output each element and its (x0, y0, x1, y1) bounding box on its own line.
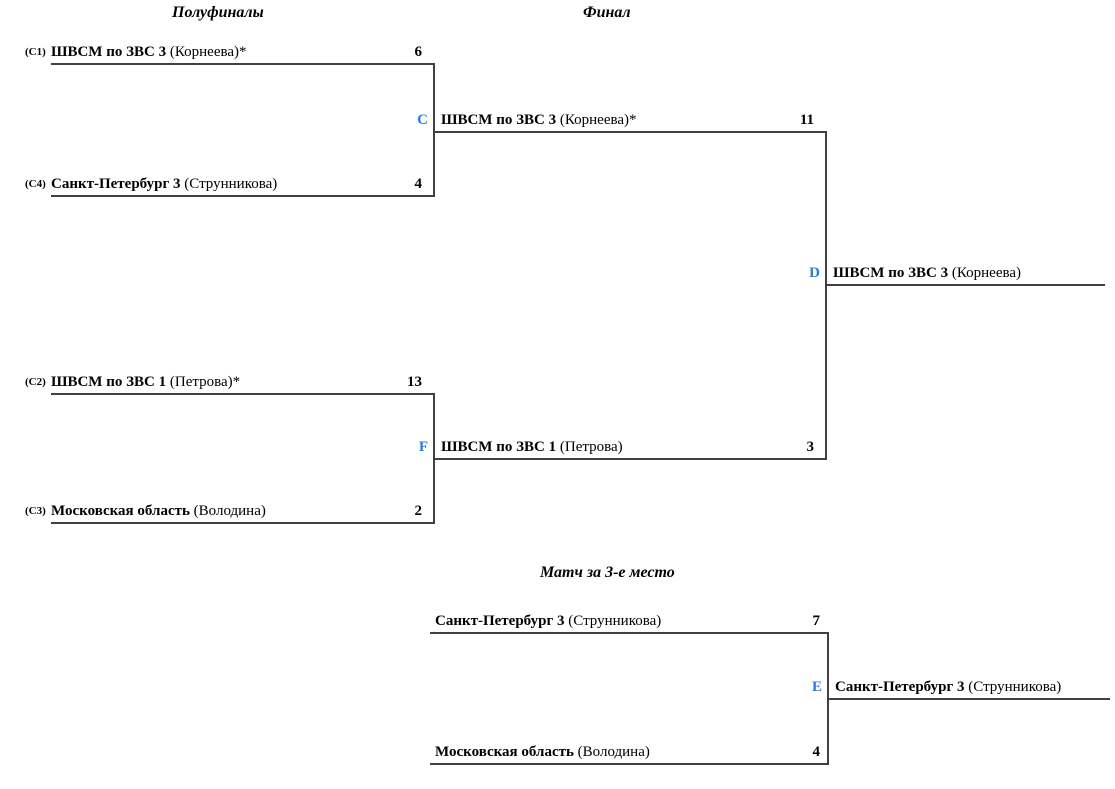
team-detail: (Корнеева)* (166, 44, 247, 60)
team-detail: (Струнникова) (964, 679, 1062, 695)
sf1-top-slot: ШВСМ по ЗВС 3 (Корнеева)* 6 (51, 39, 433, 65)
team-entry: Санкт-Петербург 3 (Струнникова) (51, 173, 277, 195)
third-place-header: Матч за 3-е место (540, 564, 675, 581)
team-name: ШВСМ по ЗВС 3 (441, 112, 557, 128)
team-detail: (Петрова) (556, 439, 623, 455)
team-entry: ШВСМ по ЗВС 3 (Корнеева) (827, 262, 1021, 284)
slot-letter-e: E (811, 679, 822, 695)
team-name: Санкт-Петербург 3 (835, 679, 965, 695)
seed-c3: (С3) (25, 505, 46, 517)
final-header: Финал (583, 4, 631, 21)
slot-letter-d: D (809, 265, 820, 281)
match-score: 13 (407, 374, 422, 390)
team-entry: Московская область (Володина) (430, 741, 650, 763)
slot-letter-c: C (417, 112, 428, 128)
team-name: ШВСМ по ЗВС 3 (51, 44, 167, 60)
team-detail: (Корнеева)* (556, 112, 637, 128)
final-connector-line (825, 131, 827, 460)
team-name: Санкт-Петербург 3 (435, 613, 565, 629)
team-detail: (Струнникова) (564, 613, 662, 629)
sf2-top-slot: ШВСМ по ЗВС 1 (Петрова)* 13 (51, 369, 433, 395)
sf1-winner-slot: ШВСМ по ЗВС 3 (Корнеева)* 11 (435, 107, 825, 133)
match-score: 6 (414, 44, 423, 60)
match-score: 7 (812, 613, 821, 629)
seed-c2: (С2) (25, 376, 46, 388)
team-name: ШВСМ по ЗВС 3 (833, 265, 949, 281)
team-detail: (Корнеева) (948, 265, 1022, 281)
third-top-slot: Санкт-Петербург 3 (Струнникова) 7 (430, 608, 827, 634)
sf2-bottom-slot: Московская область (Володина) 2 (51, 498, 433, 524)
team-entry: ШВСМ по ЗВС 1 (Петрова)* (51, 371, 240, 393)
third-connector-line (827, 632, 829, 765)
sf1-connector-line (433, 63, 435, 197)
semifinals-header: Полуфиналы (172, 4, 264, 21)
seed-c1: (С1) (25, 46, 46, 58)
match-score: 11 (799, 112, 814, 128)
team-name: ШВСМ по ЗВС 1 (51, 374, 167, 390)
seed-c4: (С4) (25, 178, 46, 190)
final-winner-slot: ШВСМ по ЗВС 3 (Корнеева) (827, 260, 1105, 286)
team-name: Московская область (435, 744, 574, 760)
team-name: Санкт-Петербург 3 (51, 176, 181, 192)
team-entry: ШВСМ по ЗВС 3 (Корнеева)* (435, 109, 637, 131)
team-detail: (Володина) (189, 503, 266, 519)
team-entry: ШВСМ по ЗВС 1 (Петрова) (435, 436, 623, 458)
sf1-bottom-slot: Санкт-Петербург 3 (Струнникова) 4 (51, 171, 433, 197)
team-name: Московская область (51, 503, 190, 519)
team-entry: Санкт-Петербург 3 (Струнникова) (430, 610, 661, 632)
third-winner-slot: Санкт-Петербург 3 (Струнникова) (829, 674, 1110, 700)
team-detail: (Володина) (573, 744, 650, 760)
match-score: 4 (812, 744, 821, 760)
team-detail: (Струнникова) (180, 176, 278, 192)
sf2-connector-line (433, 393, 435, 524)
match-score: 2 (414, 503, 423, 519)
match-score: 3 (806, 439, 815, 455)
team-entry: ШВСМ по ЗВС 3 (Корнеева)* (51, 41, 247, 63)
team-entry: Санкт-Петербург 3 (Струнникова) (829, 676, 1061, 698)
team-entry: Московская область (Володина) (51, 500, 266, 522)
third-bottom-slot: Московская область (Володина) 4 (430, 739, 827, 765)
match-score: 4 (414, 176, 423, 192)
team-detail: (Петрова)* (166, 374, 241, 390)
team-name: ШВСМ по ЗВС 1 (441, 439, 557, 455)
slot-letter-f: F (418, 439, 428, 455)
sf2-winner-slot: ШВСМ по ЗВС 1 (Петрова) 3 (435, 434, 825, 460)
